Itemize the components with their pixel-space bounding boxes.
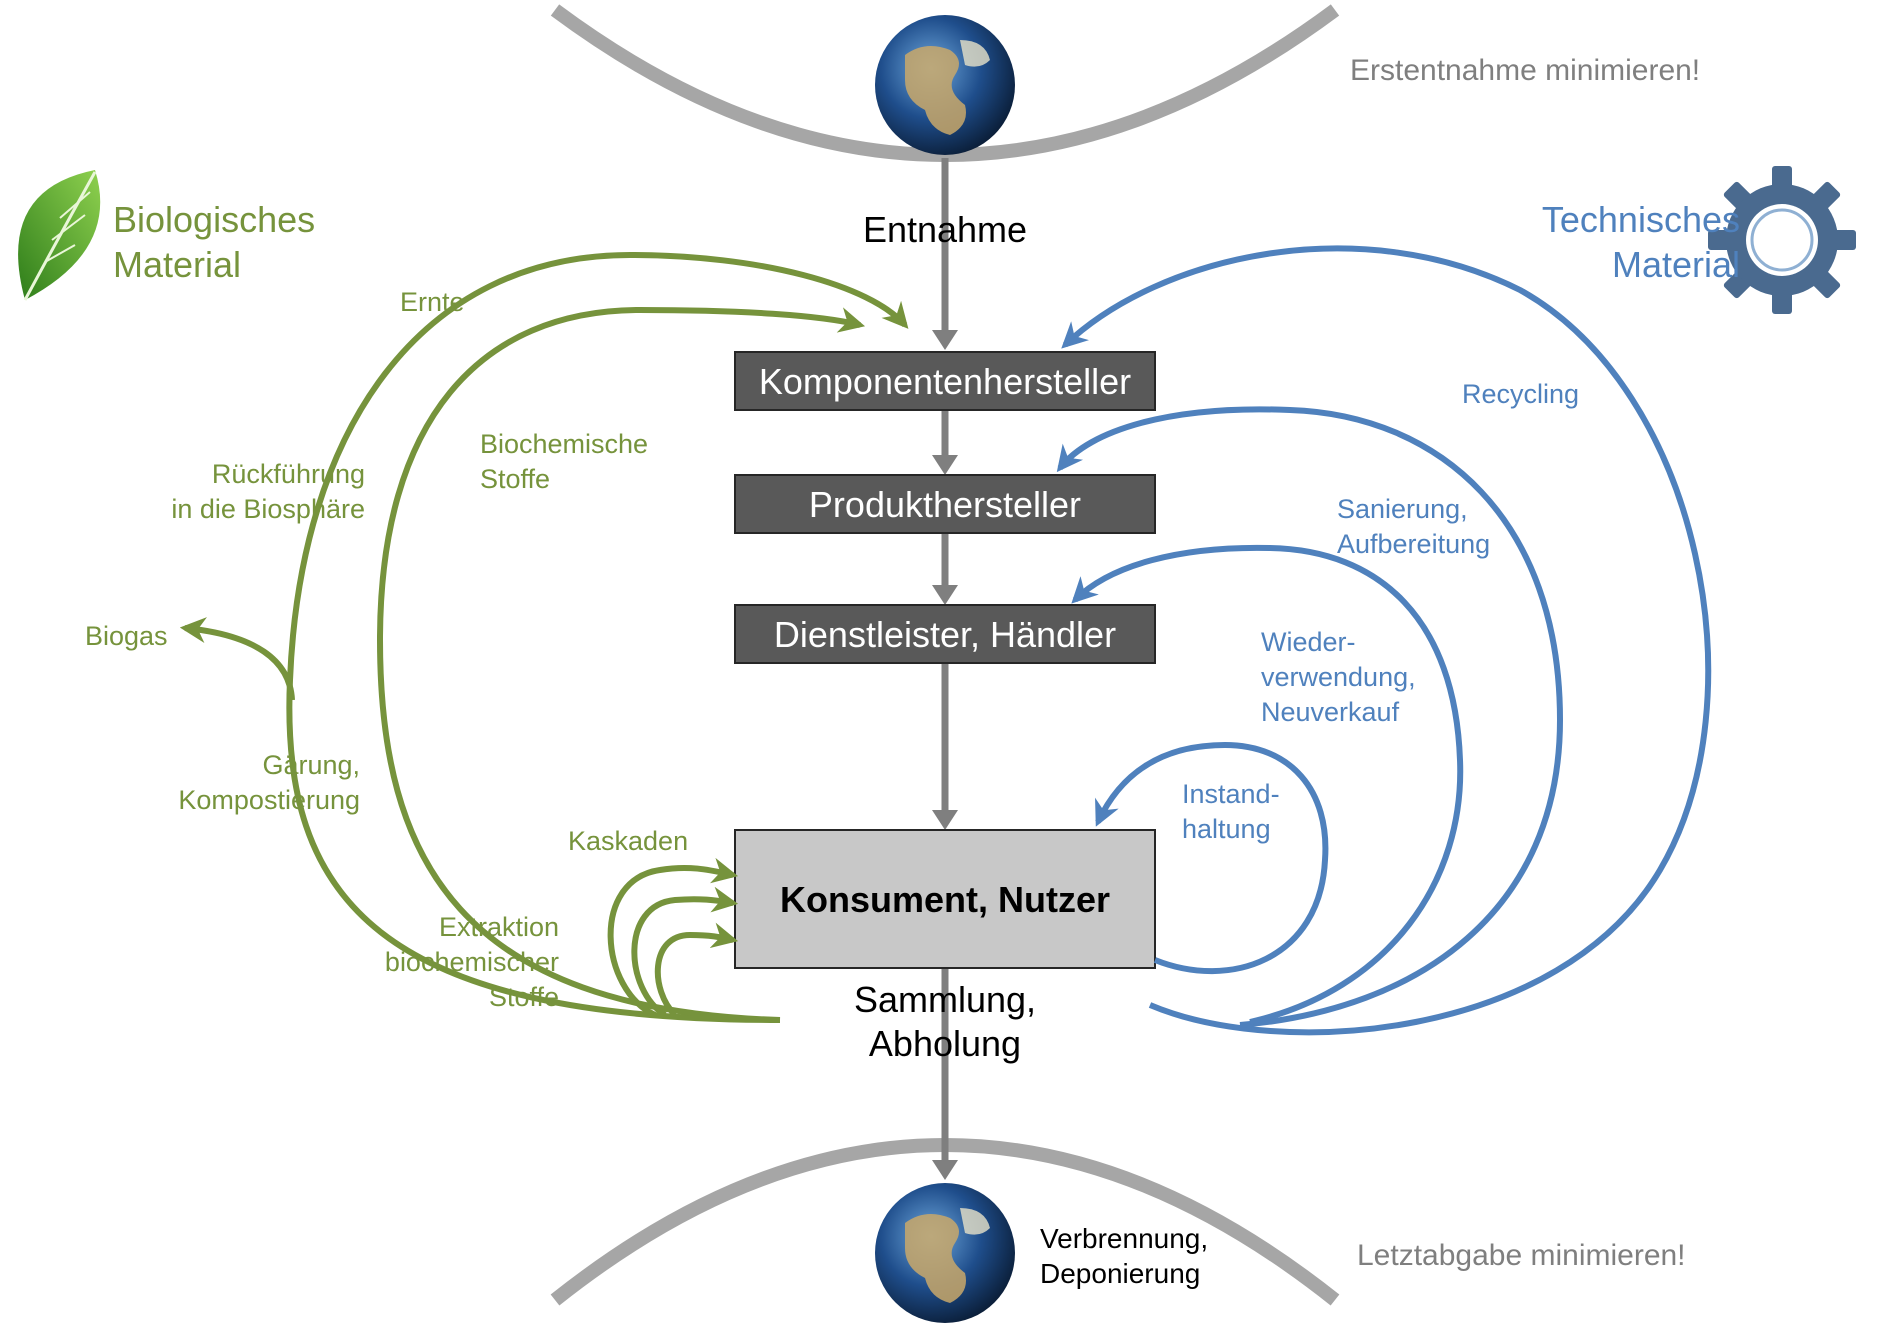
tech-header-1: Technisches: [1542, 199, 1740, 240]
sammlung-label-1: Sammlung,: [854, 979, 1036, 1020]
bio-label-ernte: Ernte: [400, 287, 465, 317]
bio-label-gaerung-2: Kompostierung: [178, 785, 360, 815]
verbrennung-label-1: Verbrennung,: [1040, 1223, 1208, 1254]
bio-label-extraktion-2: biochemischer: [385, 947, 559, 977]
tech-label-wiederverwendung-2: verwendung,: [1261, 662, 1416, 692]
leaf-icon: [18, 170, 101, 301]
dienstleister-label: Dienstleister, Händler: [774, 614, 1116, 655]
gear-icon: [1708, 166, 1856, 314]
box-produkthersteller: Produkthersteller: [734, 474, 1156, 534]
bio-loop-biochemische: [376, 306, 866, 1023]
tech-label-sanierung-2: Aufbereitung: [1337, 529, 1490, 559]
note-erstentnahme: Erstentnahme minimieren!: [1350, 54, 1700, 87]
tech-loop-wiederverwendung: [1071, 544, 1464, 1025]
sammlung-label-2: Abholung: [869, 1023, 1021, 1064]
tech-label-recycling: Recycling: [1462, 379, 1579, 409]
bio-cascade-2: [631, 886, 739, 1018]
produkthersteller-label: Produkthersteller: [809, 484, 1081, 525]
box-dienstleister: Dienstleister, Händler: [734, 604, 1156, 664]
tech-loop-sanierung: [1056, 406, 1564, 1028]
komponentenhersteller-label: Komponentenhersteller: [759, 361, 1131, 402]
tech-loop-recycling: [1061, 245, 1712, 1036]
bio-label-biochemische-1: Biochemische: [480, 429, 648, 459]
entnahme-label: Entnahme: [863, 209, 1027, 250]
bio-label-rueckfuehrung-2: in die Biosphäre: [171, 494, 365, 524]
tech-label-wiederverwendung-3: Neuverkauf: [1261, 697, 1400, 727]
bio-cascade-1: [607, 857, 739, 1018]
bio-header-2: Material: [113, 244, 241, 285]
earth-globe-icon: [875, 15, 1015, 155]
bio-label-kaskaden: Kaskaden: [568, 826, 688, 856]
earth-globe-icon: [875, 1183, 1015, 1323]
tech-loop-instandhaltung: [1095, 741, 1329, 975]
tech-label-instandhaltung-1: Instand-: [1182, 779, 1280, 809]
tech-label-sanierung-1: Sanierung,: [1337, 494, 1468, 524]
bio-cascade-3: [654, 922, 739, 1018]
tech-header-2: Material: [1612, 244, 1740, 285]
bio-label-rueckfuehrung-1: Rückführung: [212, 459, 365, 489]
bio-label-gaerung-1: Gärung,: [262, 750, 360, 780]
konsument-label: Konsument, Nutzer: [780, 879, 1110, 920]
bio-loop-ernte: [286, 251, 909, 1023]
bio-label-biochemische-2: Stoffe: [480, 464, 550, 494]
box-konsument: Konsument, Nutzer: [734, 829, 1156, 969]
bio-label-extraktion-1: Extraktion: [439, 912, 559, 942]
note-letztabgabe: Letztabgabe minimieren!: [1357, 1239, 1686, 1272]
verbrennung-label-2: Deponierung: [1040, 1258, 1200, 1289]
box-komponentenhersteller: Komponentenhersteller: [734, 351, 1156, 411]
bio-label-extraktion-3: Stoffe: [489, 982, 559, 1012]
tech-label-instandhaltung-2: haltung: [1182, 814, 1271, 844]
bio-loop-biogas: [179, 617, 295, 701]
tech-label-wiederverwendung-1: Wieder-: [1261, 627, 1356, 657]
bio-header-1: Biologisches: [113, 199, 315, 240]
bio-label-biogas: Biogas: [85, 621, 168, 651]
